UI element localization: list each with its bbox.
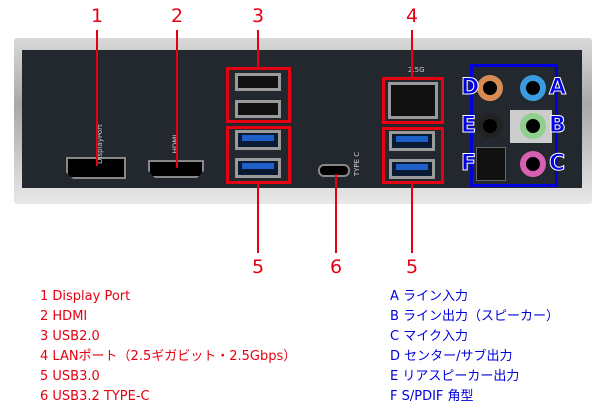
legend-item: 6 USB3.2 TYPE-C [40, 389, 150, 404]
leader-line [176, 30, 178, 168]
letter-a: A [548, 75, 567, 101]
legend-item: B ライン出力（スピーカー） [390, 309, 560, 324]
legend-item: F S/PDIF 角型 [390, 389, 474, 404]
letter-b: B [549, 113, 567, 139]
leader-line [257, 30, 259, 68]
usb2-port [235, 100, 281, 118]
usb3-port [235, 130, 281, 150]
callout-2: 2 [170, 5, 184, 27]
letter-c: C [548, 151, 566, 177]
lan-highlight-box [382, 77, 444, 124]
usb2-highlight-box [226, 67, 291, 123]
lan-label: 2.5G [408, 66, 425, 74]
lan-port [388, 82, 438, 119]
callout-5-right: 5 [405, 256, 419, 278]
usb3-port [389, 159, 435, 179]
legend-item: 2 HDMI [40, 309, 88, 324]
legend-item: C マイク入力 [390, 329, 468, 344]
usb3-port [235, 158, 281, 178]
letter-f: F [460, 151, 477, 177]
leader-line [411, 183, 413, 253]
callout-4: 4 [405, 5, 419, 27]
audio-jack-mic-in [520, 151, 546, 177]
leader-line [411, 30, 413, 78]
audio-jack-line-out [520, 113, 546, 139]
leader-line [257, 183, 259, 253]
legend-item: 4 LANポート（2.5ギガビット・2.5Gbps） [40, 349, 297, 364]
legend-item: E リアスピーカー出力 [390, 369, 520, 384]
audio-highlight-box [470, 64, 558, 187]
leader-line [335, 174, 337, 253]
letter-e: E [460, 113, 477, 139]
callout-5-left: 5 [251, 256, 265, 278]
audio-jack-center-sub [477, 75, 503, 101]
type-c-label: TYPE C [353, 151, 362, 177]
legend-item: 5 USB3.0 [40, 369, 100, 384]
usb3-right-highlight-box [382, 127, 444, 184]
letter-d: D [460, 75, 480, 101]
legend-item: D センター/サブ出力 [390, 349, 513, 364]
legend-item: 3 USB2.0 [40, 329, 100, 344]
legend-audio: A ライン入力 B ライン出力（スピーカー） C マイク入力 D センター/サブ… [390, 287, 559, 407]
usb-type-c-port [318, 164, 350, 177]
usb3-port [389, 131, 435, 151]
usb2-port [235, 73, 281, 91]
legend-item: A ライン入力 [390, 289, 469, 304]
legend-item: 1 Display Port [40, 289, 131, 304]
callout-1: 1 [90, 5, 104, 27]
audio-jack-rear-speaker [477, 113, 503, 139]
leader-line [96, 30, 98, 166]
usb3-left-highlight-box [226, 126, 291, 184]
audio-jack-line-in [520, 75, 546, 101]
callout-3: 3 [251, 5, 265, 27]
legend-ports: 1 Display Port 2 HDMI 3 USB2.0 4 LANポート（… [40, 287, 296, 407]
spdif-port [476, 147, 506, 181]
callout-6: 6 [329, 256, 343, 278]
